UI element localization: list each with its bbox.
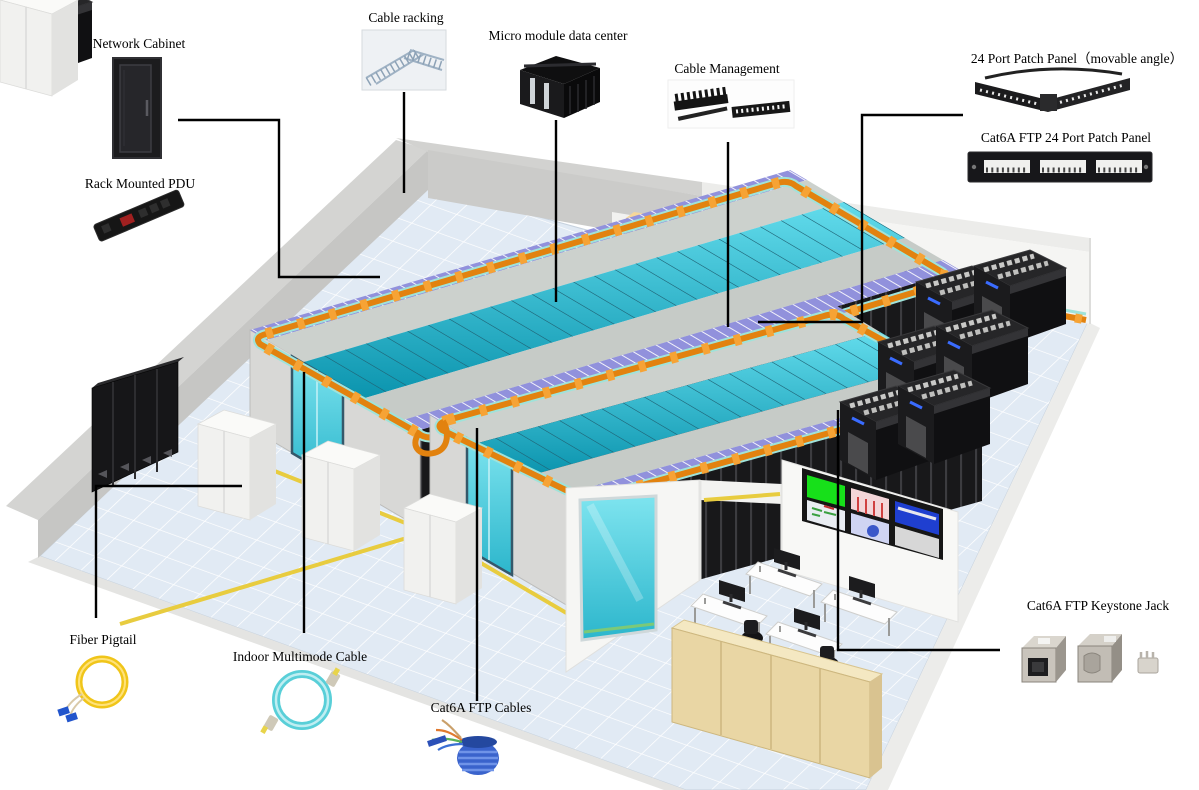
lobby-glass-window (578, 494, 658, 642)
keystone-jack-image (1021, 634, 1159, 683)
label-micro-module-data-center: Micro module data center (488, 28, 628, 43)
callout-keystone-jack (836, 410, 1000, 652)
label-indoor-multimode-cable: Indoor Multimode Cable (232, 649, 368, 664)
floor-apron-left (28, 556, 686, 790)
cable-management-image (667, 79, 795, 129)
network-cabinet-image (112, 57, 162, 159)
white-cabinet-pair (403, 493, 483, 605)
beige-cabinet-row (670, 619, 884, 779)
label-cat6a-keystone-jack: Cat6A FTP Keystone Jack (1026, 598, 1170, 613)
white-cabinet-pairs (0, 0, 483, 605)
module1-walkway-se (365, 238, 943, 420)
patch-panel-angled-image (975, 67, 1130, 112)
label-patch-panel-cat6a: Cat6A FTP 24 Port Patch Panel (980, 130, 1152, 145)
callout-network-cabinet (178, 118, 380, 279)
patch-panel-cat6a-image (967, 151, 1153, 183)
cable-racking-image (361, 29, 447, 91)
micro-module-image (520, 56, 600, 118)
screen-green (807, 475, 845, 507)
duct-through-doorway (703, 492, 781, 502)
floor-apron-right (866, 322, 1100, 790)
white-cabinet-pair (301, 440, 381, 552)
label-network-cabinet: Network Cabinet (92, 36, 186, 51)
fiber-pigtail-image (57, 655, 129, 723)
screen-data (807, 500, 845, 531)
cat6a-cables-image (427, 719, 499, 775)
label-cable-management: Cable Management (674, 61, 780, 76)
callout-patch-panel (758, 113, 963, 324)
screen-blank (895, 526, 939, 558)
screen-schematic (851, 488, 889, 520)
window-base-trim (583, 622, 655, 634)
label-rack-mounted-pdu: Rack Mounted PDU (84, 176, 196, 191)
callout-fiber-pigtail (94, 484, 242, 618)
white-cabinet-pair (197, 409, 277, 521)
module2-walkway-nw (445, 312, 880, 443)
label-patch-panel-angled: 24 Port Patch Panel（movable angle） (970, 51, 1184, 66)
label-cable-racking: Cable racking (368, 10, 444, 25)
label-cat6a-ftp-cables: Cat6A FTP Cables (430, 700, 532, 715)
back-wall-top (396, 138, 702, 196)
label-fiber-pigtail: Fiber Pigtail (69, 632, 137, 647)
callout-lines (94, 92, 1000, 701)
wall-rack-cluster (91, 357, 184, 493)
indoor-multimode-image (260, 667, 341, 734)
rack-pdu-image (93, 189, 185, 242)
